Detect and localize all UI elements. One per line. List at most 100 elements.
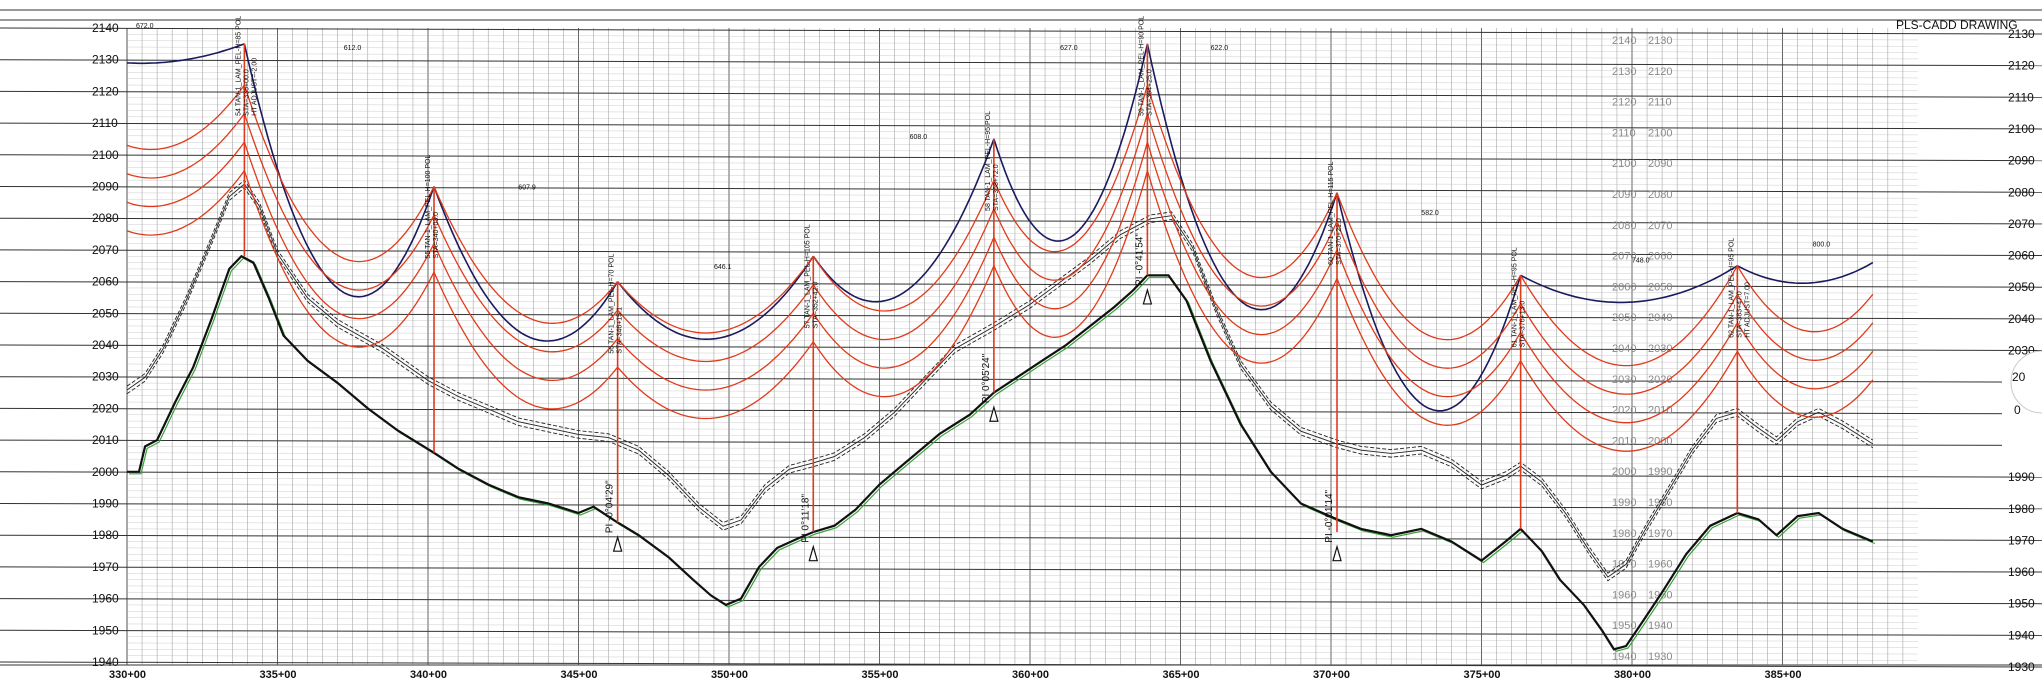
clearance-curve [126, 141, 245, 208]
binder-hole-icon [2010, 350, 2042, 414]
right-axis-partial-label: 20 [2012, 370, 2026, 384]
minor-gridline [126, 84, 1919, 91]
minor-gridline [126, 180, 1919, 186]
right-axis-label: 2130 [2008, 27, 2035, 41]
elevation-gridline [0, 661, 2042, 668]
ghost-axis-label: 2090 [1648, 158, 1672, 170]
conductor-wire [433, 186, 619, 342]
pi-triangle-marker [989, 405, 999, 422]
elevation-gridline [0, 281, 2042, 288]
right-axis-label: 2060 [2008, 249, 2035, 263]
clearance-curve [993, 113, 1149, 281]
clearance-curve [1146, 84, 1338, 279]
ghost-axis-label: 2020 [1612, 405, 1636, 417]
clearance-curve [1336, 192, 1522, 341]
structure-station-label: STA=340+03.0 [433, 212, 440, 259]
ghost-axis-label: 2060 [1612, 281, 1636, 293]
left-axis-label: 2020 [92, 401, 119, 415]
ghost-axis-label: 2090 [1612, 189, 1636, 201]
elevation-gridline [0, 344, 2042, 351]
minor-gridline [126, 420, 1919, 427]
minor-gridline [126, 173, 1919, 180]
ghost-axis-label: 2110 [1612, 127, 1636, 139]
elevation-gridline [0, 90, 2042, 98]
minor-gridline [126, 528, 1919, 534]
right-axis-label: 2110 [2008, 90, 2034, 104]
ghost-axis-label: 2120 [1648, 66, 1672, 78]
ghost-axis-label: 1990 [1648, 466, 1672, 478]
ghost-axis-label: 1960 [1648, 559, 1672, 571]
pi-angle-label: PI 0°11'18" [800, 494, 811, 543]
station-label: 365+00 [1163, 669, 1200, 681]
minor-gridline [126, 617, 1919, 623]
right-axis-label: 2080 [2008, 185, 2035, 199]
minor-gridline [126, 490, 1919, 496]
minor-gridline [126, 224, 1919, 231]
ghost-axis-label: 1990 [1612, 497, 1636, 509]
pi-label-group: PI -0°04'29" [605, 480, 616, 533]
clearance-curve [243, 84, 435, 263]
clearance-curve [1520, 322, 1738, 424]
right-axis-label: 1930 [2008, 660, 2035, 674]
minor-gridline [126, 636, 1919, 642]
left-axis-label: 1980 [92, 528, 119, 542]
pi-angle-label: PI -0°41'54" [1134, 233, 1145, 286]
ghost-axis-label: 2070 [1648, 220, 1672, 232]
ghost-axis-label: 2010 [1612, 435, 1636, 447]
ghost-axis-label: 2010 [1648, 405, 1672, 417]
structure-station-label: STA=335+00.0 [243, 69, 250, 116]
clearance-curve [993, 141, 1149, 310]
station-label: 355+00 [862, 669, 899, 681]
minor-gridline [126, 211, 1919, 218]
minor-gridline [126, 592, 1919, 598]
structure-station-label: STA=370+21.0 [1336, 218, 1343, 265]
structure-station-label: STA=352+42.0 [812, 282, 819, 329]
station-label: 335+00 [260, 669, 297, 681]
clearance-curve [1520, 265, 1738, 367]
station-label: 375+00 [1464, 669, 1501, 681]
minor-gridline [126, 427, 1919, 433]
right-axis-partial-label: 0 [2014, 403, 2021, 417]
clearance-curve [1736, 350, 1874, 418]
left-axis-label: 2090 [92, 180, 119, 194]
clearance-curve [243, 141, 435, 320]
clearance-curve [617, 312, 814, 391]
station-label: 330+00 [109, 669, 146, 681]
clearance-curve [243, 170, 435, 348]
pi-label-group: PI 0°11'18" [800, 494, 811, 543]
conductor-wire [812, 138, 995, 303]
span-length-label: 582.0 [1421, 210, 1439, 217]
clearance-curve [1736, 293, 1874, 361]
structure-name-label: 62 TAN-1_LAM_PEL-H=95 POL [1728, 238, 1735, 338]
right-axis-label: 2050 [2008, 280, 2035, 294]
clearance-curve [1336, 278, 1522, 426]
minor-gridline [126, 604, 1919, 610]
ghost-axis-label: 2120 [1612, 97, 1636, 109]
structure-name-label: 61 TAN-1_LAM_PEL-H=95 POL [1512, 247, 1519, 347]
ghost-axis-label: 2080 [1612, 220, 1636, 232]
ghost-axis-label: 2050 [1648, 281, 1672, 293]
pi-label-group: PI -0°01'14" [1324, 489, 1335, 542]
drawing-title: PLS-CADD DRAWING [1896, 18, 2018, 32]
minor-gridline [126, 611, 1919, 617]
minor-gridline [126, 351, 1919, 357]
minor-gridline [126, 167, 1919, 174]
clearance-curve [126, 84, 245, 151]
conductor-wire [1146, 43, 1338, 311]
ghost-axis-label: 1980 [1648, 497, 1672, 509]
clearance-curve [433, 243, 619, 382]
clearance-curve [993, 170, 1149, 338]
minor-gridline [126, 585, 1919, 591]
minor-gridline [126, 192, 1919, 199]
minor-gridline [126, 484, 1919, 490]
side-slope-profile-line [126, 183, 1874, 578]
ghost-axis-label: 2080 [1648, 189, 1672, 201]
minor-gridline [126, 294, 1919, 300]
ghost-axis-label: 2110 [1648, 97, 1672, 109]
minor-gridline [126, 65, 1919, 72]
pi-angle-label: PI -0°01'14" [1324, 489, 1335, 542]
